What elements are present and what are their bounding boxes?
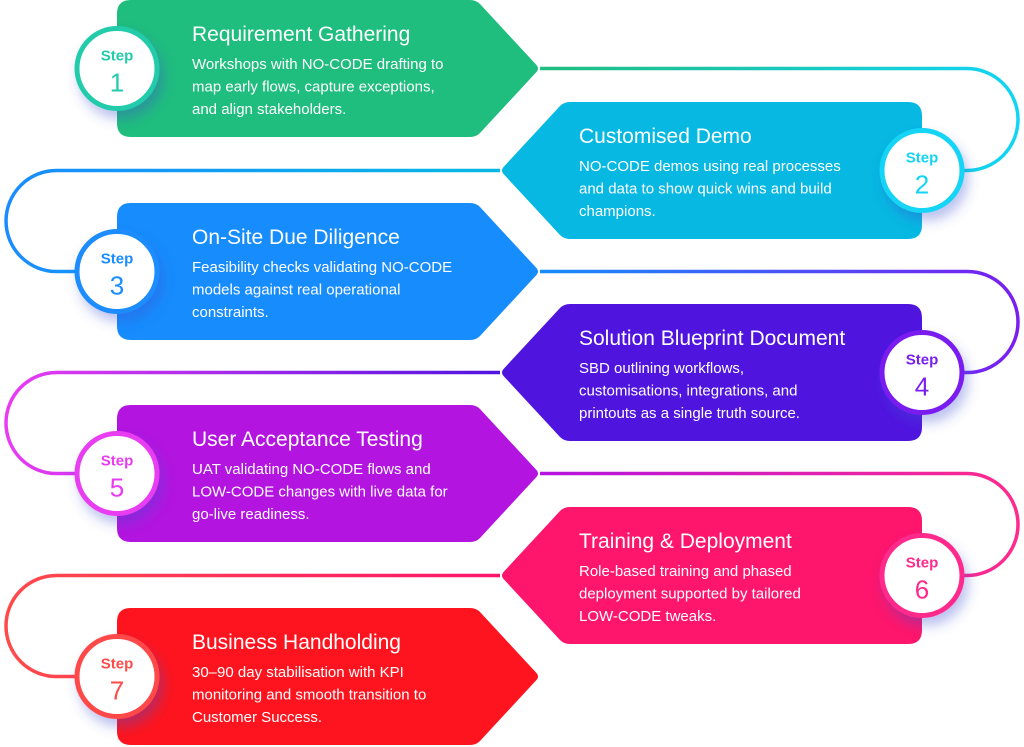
step-badge-circle	[74, 431, 160, 516]
card-shape	[502, 304, 922, 441]
step-badge-circle	[74, 26, 160, 111]
connectors	[4, 66, 1020, 679]
step-description-line: Feasibility checks validating NO-CODE	[192, 259, 452, 276]
step-description-line: and align stakeholders.	[192, 101, 346, 118]
step-title: Training & Deployment	[579, 530, 792, 553]
step-title: Requirement Gathering	[192, 23, 410, 46]
step-description-line: UAT validating NO-CODE flows and	[192, 461, 431, 478]
step-description-line: LOW-CODE tweaks.	[579, 608, 716, 625]
step-description-line: deployment supported by tailored	[579, 586, 801, 603]
step-label: Step	[101, 656, 134, 673]
step-number: 1	[110, 68, 124, 98]
step-badge: Step 2	[879, 128, 965, 213]
step-title: User Acceptance Testing	[192, 428, 423, 451]
step-description-line: 30–90 day stabilisation with KPI	[192, 664, 404, 681]
step-number: 6	[915, 575, 929, 605]
step-description-line: monitoring and smooth transition to	[192, 687, 426, 704]
step-number: 4	[915, 372, 929, 402]
step-number: 7	[110, 676, 124, 706]
step-title: Business Handholding	[192, 631, 401, 654]
step-description-line: and data to show quick wins and build	[579, 181, 832, 198]
step-badge: Step 1	[74, 26, 160, 111]
step-badge: Step 5	[74, 431, 160, 516]
step-description-line: Customer Success.	[192, 709, 322, 726]
card-shape	[117, 0, 538, 137]
step-badge: Step 3	[74, 229, 160, 314]
step-description-line: map early flows, capture exceptions,	[192, 79, 435, 96]
card-shape	[117, 405, 538, 542]
connector-line	[540, 66, 1020, 173]
card-shape	[117, 608, 538, 745]
card-shape	[117, 203, 538, 340]
step-title: On-Site Due Diligence	[192, 226, 400, 249]
step-label: Step	[906, 555, 939, 572]
step-badge-circle	[879, 533, 965, 618]
step-badge-circle	[879, 330, 965, 415]
step-title: Customised Demo	[579, 125, 752, 148]
step-description-line: LOW-CODE changes with live data for	[192, 484, 448, 501]
step-badge: Step 6	[879, 533, 965, 618]
step-label: Step	[906, 352, 939, 369]
connector-line	[540, 471, 1020, 578]
step-description-line: SBD outlining workflows,	[579, 360, 744, 377]
card-shape	[502, 102, 922, 239]
step-badge-circle	[74, 634, 160, 719]
step-badge: Step 4	[879, 330, 965, 415]
step-badge-circle	[879, 128, 965, 213]
connector-line	[4, 573, 500, 679]
step-description-line: models against real operational	[192, 282, 400, 299]
step-card-7: Business Handholding 30–90 day stabilisat…	[74, 608, 538, 745]
step-label: Step	[101, 251, 134, 268]
step-number: 3	[110, 271, 124, 301]
step-description-line: NO-CODE demos using real processes	[579, 158, 841, 175]
step-label: Step	[101, 48, 134, 65]
step-description-line: champions.	[579, 203, 656, 220]
step-number: 2	[915, 170, 929, 200]
step-description-line: customisations, integrations, and	[579, 383, 797, 400]
connector-line	[4, 168, 500, 274]
step-title: Solution Blueprint Document	[579, 327, 845, 350]
connector-line	[540, 269, 1020, 375]
step-description-line: go-live readiness.	[192, 506, 310, 523]
step-description-line: Role-based training and phased	[579, 563, 792, 580]
step-badge-circle	[74, 229, 160, 314]
step-number: 5	[110, 473, 124, 503]
step-description-line: constraints.	[192, 304, 269, 321]
step-label: Step	[101, 453, 134, 470]
step-description-line: Workshops with NO-CODE drafting to	[192, 56, 443, 73]
card-shape	[502, 507, 922, 644]
step-description-line: printouts as a single truth source.	[579, 405, 800, 422]
step-badge: Step 7	[74, 634, 160, 719]
connector-line	[4, 370, 500, 476]
step-label: Step	[906, 150, 939, 167]
